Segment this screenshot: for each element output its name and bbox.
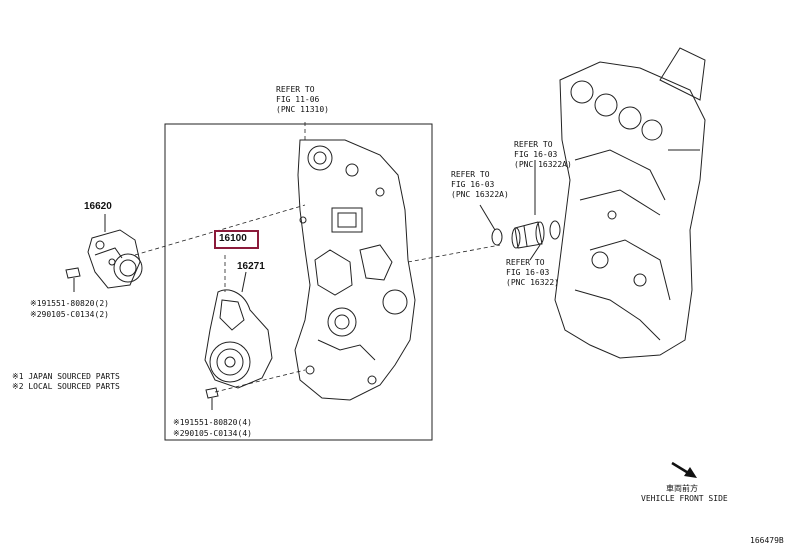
ref-right-lower-line2[interactable]: FIG 16-03	[506, 268, 550, 277]
ref-right-upper-line1: REFER TO	[514, 140, 553, 149]
tensioner-16620	[87, 229, 143, 289]
leader-16620-to-cover	[134, 204, 306, 256]
engine-block	[554, 47, 706, 359]
ref-right-upper-line2[interactable]: FIG 16-03	[514, 150, 558, 159]
bolt-bottom	[205, 387, 219, 410]
bolt-left-part-2[interactable]: ※290105-C0134(2)	[30, 310, 109, 319]
part-number-16271[interactable]: 16271	[237, 261, 265, 272]
ref-right-lower-line3: (PNC 16322)	[506, 278, 559, 287]
part-number-16620[interactable]: 16620	[84, 201, 112, 212]
o-ring-left	[491, 228, 503, 246]
part-number-16100[interactable]: 16100	[219, 233, 247, 244]
leader-16271	[241, 271, 247, 293]
note-local-sourced: ※2 LOCAL SOURCED PARTS	[12, 382, 120, 391]
assembly-frame	[164, 123, 433, 441]
leader-cover-to-block	[407, 244, 501, 263]
front-arrow-head	[684, 467, 697, 478]
bolt-bottom-part-1[interactable]: ※191551-80820(4)	[173, 418, 252, 427]
bolt-left	[65, 267, 81, 292]
ref-top-line1: REFER TO	[276, 85, 315, 94]
part-highlight-16100	[214, 230, 259, 249]
ref-top-line2[interactable]: FIG 11-06	[276, 95, 320, 104]
bolt-left-part-1[interactable]: ※191551-80820(2)	[30, 299, 109, 308]
bolt-bottom-part-2[interactable]: ※290105-C0134(4)	[173, 429, 252, 438]
vehicle-front-en: VEHICLE FRONT SIDE	[641, 494, 728, 503]
vehicle-front-jp: 車両前方	[666, 484, 698, 493]
ref-mid-line2[interactable]: FIG 16-03	[451, 180, 495, 189]
water-pump-16271	[204, 289, 273, 389]
ref-right-upper-line3: (PNC 16322A)	[514, 160, 572, 169]
o-ring-right	[549, 220, 561, 240]
leader-bolt-bottom	[214, 369, 306, 393]
timing-cover	[294, 139, 416, 401]
leader-ref-lower	[529, 244, 541, 261]
leader-ref-mid	[479, 204, 496, 231]
ref-top-line3: (PNC 11310)	[276, 105, 329, 114]
note-japan-sourced: ※1 JAPAN SOURCED PARTS	[12, 372, 120, 381]
ref-mid-line1: REFER TO	[451, 170, 490, 179]
ref-mid-line3: (PNC 16322A)	[451, 190, 509, 199]
water-inlet-pipe	[511, 221, 545, 249]
ref-right-lower-line1: REFER TO	[506, 258, 545, 267]
figure-code: 166479B	[750, 536, 784, 545]
